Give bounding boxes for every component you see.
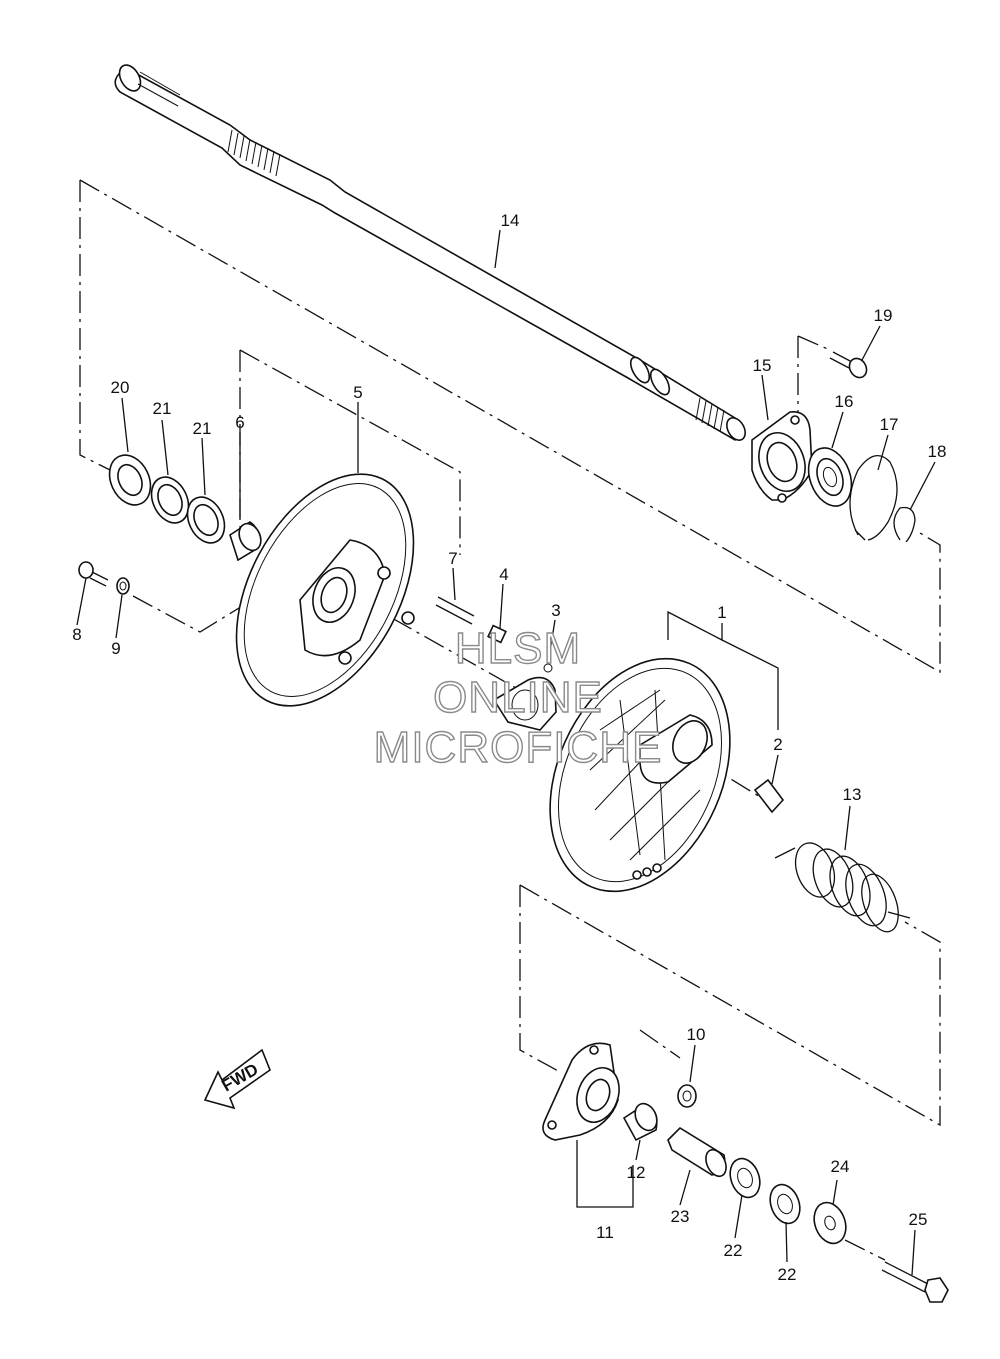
watermark-line-1: HLSM [455,624,581,673]
bearing-housing [751,411,813,503]
leader-lines [76,229,936,1276]
flange-bolt [829,351,868,379]
bolt-25 [881,1261,949,1303]
bushing-12 [622,1102,658,1142]
callout-21b: 21 [193,419,212,438]
callout-6: 6 [235,413,244,432]
callout-1: 1 [717,603,726,622]
washer-9 [116,577,130,595]
circlip-small [893,506,916,543]
callout-2: 2 [773,735,782,754]
callout-24: 24 [831,1157,850,1176]
callout-23: 23 [671,1207,690,1226]
cam-housing [542,1042,620,1141]
callout-16: 16 [835,392,854,411]
callout-3: 3 [551,601,560,620]
fwd-arrow-icon: FWD [203,1048,271,1110]
circlip-large [849,454,898,541]
washer-24 [813,1201,847,1245]
stud-bolt [435,596,475,625]
callout-15: 15 [753,356,772,375]
callout-14: 14 [501,211,520,230]
callout-22b: 22 [778,1265,797,1284]
bolt-8 [78,561,109,587]
secondary-shaft [114,64,746,441]
callout-17: 17 [880,415,899,434]
washer-21a [150,476,190,524]
watermark-line-2: ONLINE [433,673,603,722]
watermark: HLSM ONLINE MICROFICHE [373,623,663,772]
callout-21a: 21 [153,399,172,418]
callout-9: 9 [111,639,120,658]
callout-22a: 22 [724,1241,743,1260]
washer-21b [186,496,226,544]
callout-7: 7 [448,549,457,568]
spacer-collar [229,521,262,562]
callout-18: 18 [928,442,947,461]
callout-20: 20 [111,378,130,397]
slider-2 [753,778,785,814]
oil-seal [108,454,152,506]
spring [774,842,911,933]
washer-22b [769,1183,801,1225]
callout-19: 19 [874,306,893,325]
bearing [807,447,853,507]
callout-labels: 1 2 3 4 5 6 7 8 9 10 11 12 13 14 15 16 1… [72,211,946,1284]
sliding-sheave [549,657,731,893]
nut-10 [677,1084,697,1108]
callout-10: 10 [687,1025,706,1044]
callout-11: 11 [596,1223,614,1242]
watermark-line-3: MICROFICHE [374,723,663,772]
fixed-sheave [235,473,415,707]
callout-25: 25 [909,1210,928,1229]
callout-5: 5 [353,383,362,402]
callout-13: 13 [843,785,862,804]
plate-3 [492,663,557,731]
callout-12: 12 [627,1163,646,1182]
collar-23 [667,1126,727,1178]
nut-4 [487,624,507,644]
washer-22a [729,1157,761,1199]
callout-8: 8 [72,625,81,644]
callout-4: 4 [499,565,508,584]
